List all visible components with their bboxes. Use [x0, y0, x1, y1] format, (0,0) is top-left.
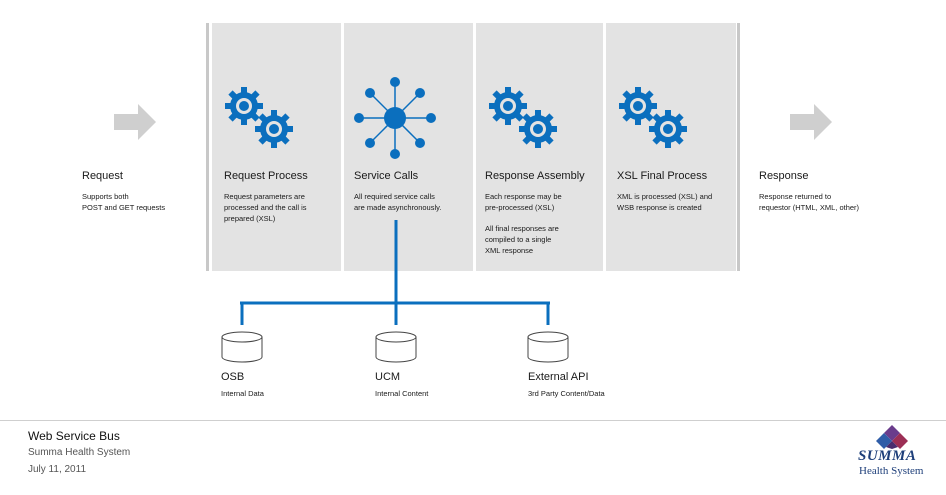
right-divider	[737, 23, 740, 271]
summa-logo-icon	[876, 425, 908, 449]
panel-service-calls	[344, 23, 473, 271]
response-arrow-icon	[790, 104, 832, 140]
logo-wordmark: SUMMA	[858, 448, 917, 464]
datastore-sub-osb: Internal Data	[221, 389, 264, 398]
gears-icon	[225, 87, 293, 148]
stage-title-response-assembly: Response Assembly	[485, 170, 585, 182]
stage-title-xsl-final-process: XSL Final Process	[617, 170, 708, 182]
stage-title-request: Request	[82, 170, 123, 182]
stage-desc-request-process: Request parameters are processed and the…	[224, 192, 307, 223]
footer-org: Summa Health System	[28, 447, 131, 458]
datastore-title-ucm: UCM	[375, 371, 401, 383]
stage-title-response: Response	[759, 170, 809, 182]
stage-desc-request: Supports both POST and GET requests	[82, 192, 166, 212]
footer-divider	[0, 420, 946, 421]
network-hub-icon	[354, 77, 436, 159]
datastore-title-osb: OSB	[221, 371, 245, 383]
stage-desc-response: Response returned to requestor (HTML, XM…	[759, 192, 860, 212]
footer-title: Web Service Bus	[28, 429, 120, 443]
datastore-title-external-api: External API	[528, 371, 589, 383]
database-icon	[527, 331, 569, 363]
database-icon	[375, 331, 417, 363]
request-arrow-icon	[114, 104, 156, 140]
database-icon	[221, 331, 263, 363]
stage-title-service-calls: Service Calls	[354, 170, 419, 182]
datastore-sub-ucm: Internal Content	[375, 389, 429, 398]
footer-date: July 11, 2011	[28, 464, 87, 475]
left-divider	[206, 23, 209, 271]
datastore-sub-external-api: 3rd Party Content/Data	[528, 389, 605, 398]
gears-icon	[619, 87, 687, 148]
stage-title-request-process: Request Process	[224, 170, 308, 182]
stage-desc-service-calls: All required service calls are made asyn…	[354, 192, 442, 212]
stage-desc-response-assembly: Each response may be pre-processed (XSL)	[485, 192, 562, 212]
gears-icon	[489, 87, 557, 148]
stage-desc-xsl-final-process: XML is processed (XSL) and WSB response …	[617, 192, 713, 212]
logo-subtitle: Health System	[859, 465, 924, 477]
stage-desc2-response-assembly: All final responses are compiled to a si…	[485, 224, 559, 255]
